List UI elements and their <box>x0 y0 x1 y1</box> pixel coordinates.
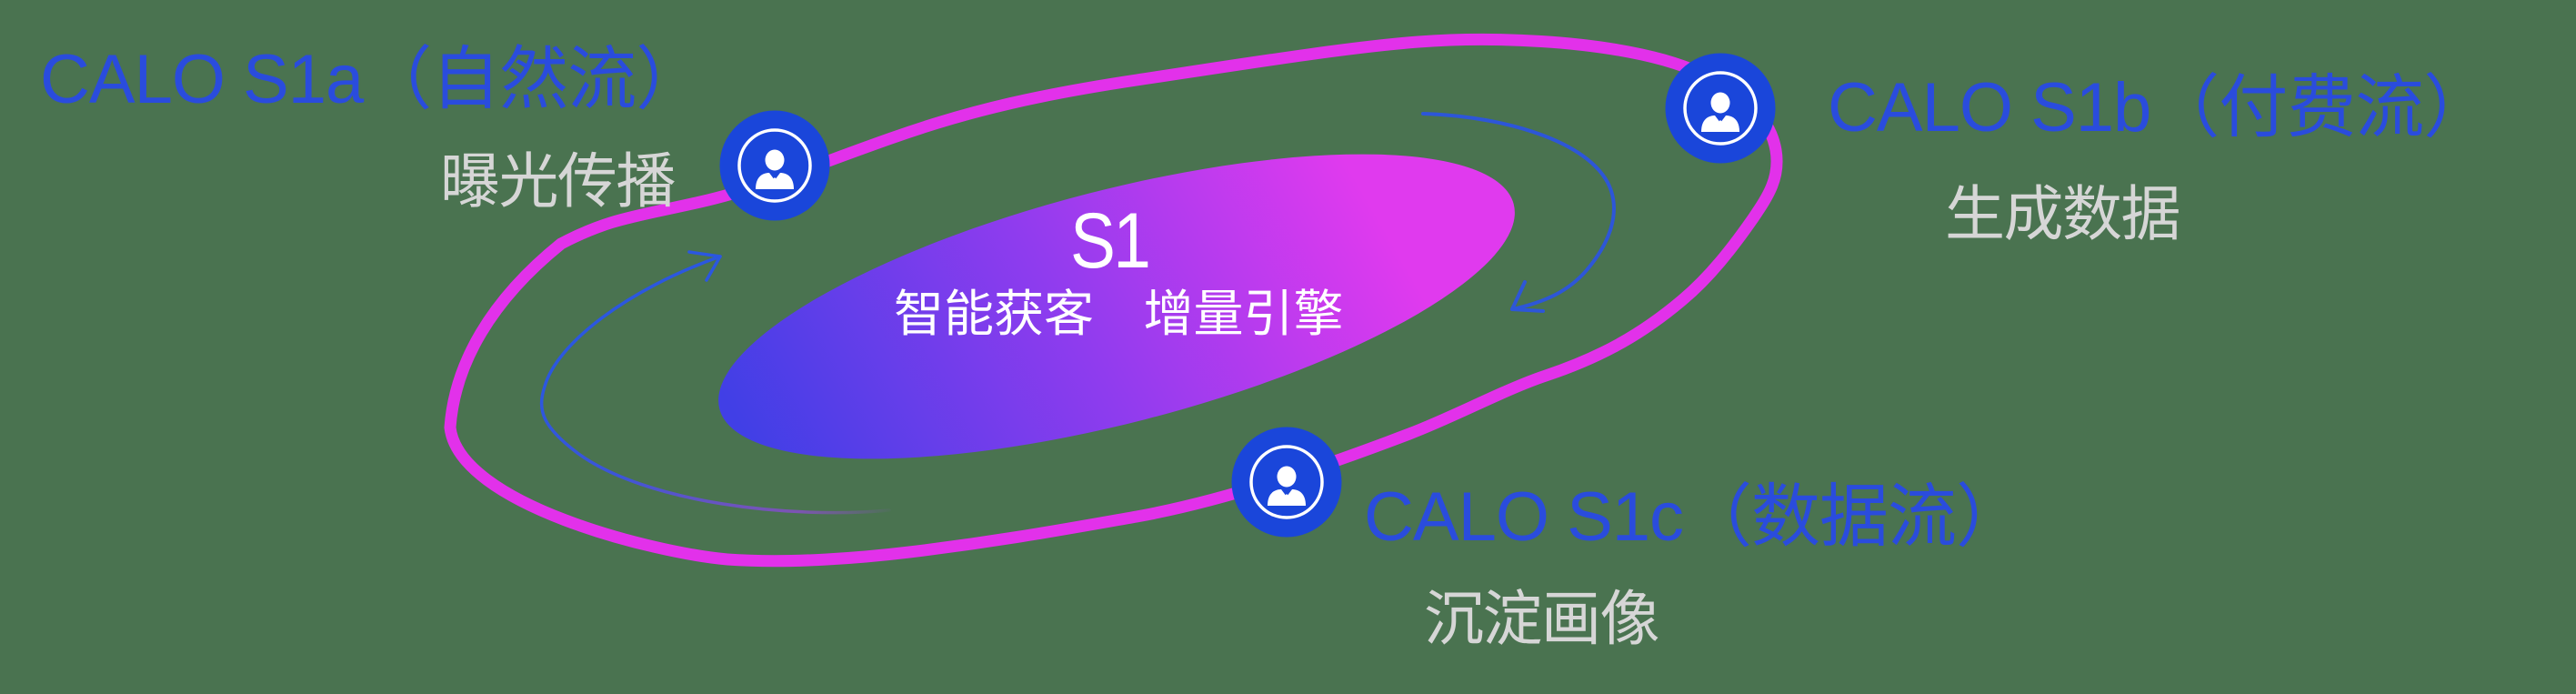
core-subtitle: 智能获客 增量引擎 <box>894 286 1344 342</box>
person-icon <box>1701 92 1739 132</box>
node-s1a <box>719 110 830 221</box>
label-s1c-title: CALO S1c（数据流） <box>1364 478 2025 556</box>
node-s1b <box>1665 53 1776 164</box>
arrow-left <box>539 250 891 515</box>
core-title: S1 <box>1070 197 1151 285</box>
person-icon <box>756 149 794 189</box>
person-icon <box>1268 466 1306 506</box>
arrow-right <box>1421 112 1616 313</box>
label-s1b-subtitle: 生成数据 <box>1945 180 2181 247</box>
label-s1b-title: CALO S1b（付费流） <box>1828 69 2492 146</box>
core-ellipse <box>718 154 1515 459</box>
label-s1a-subtitle: 曝光传播 <box>440 147 677 215</box>
node-s1c <box>1231 427 1342 538</box>
label-s1c-subtitle: 沉淀画像 <box>1424 585 1660 652</box>
label-s1a-title: CALO S1a（自然流） <box>40 41 705 118</box>
